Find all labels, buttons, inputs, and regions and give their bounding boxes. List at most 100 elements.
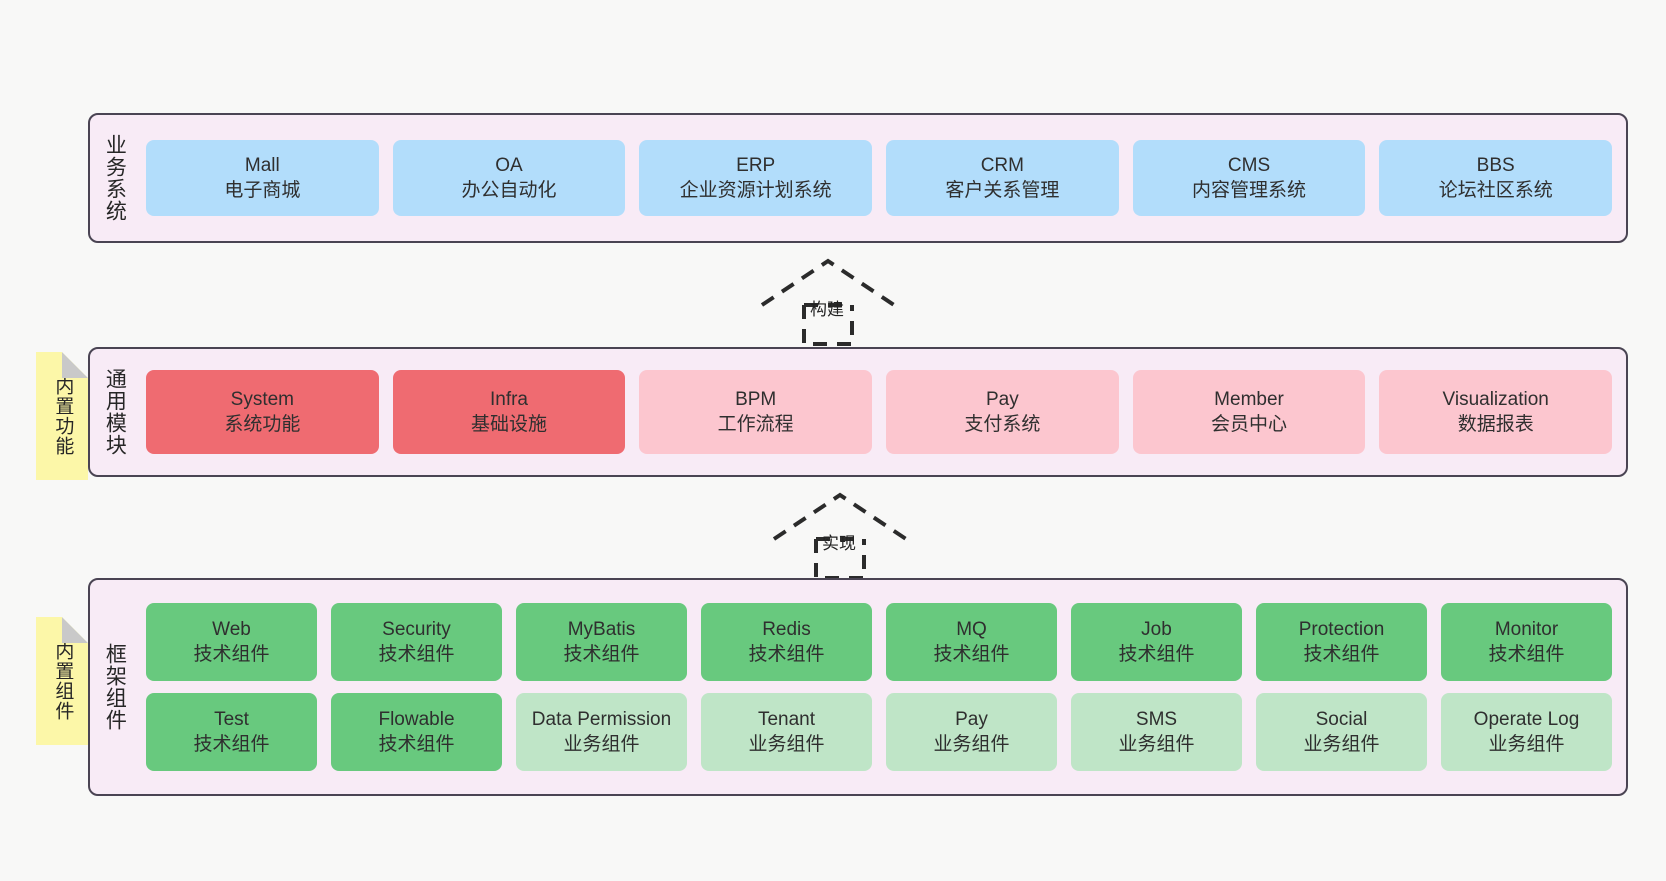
card-title: Job: [1141, 618, 1172, 640]
card-tenant[interactable]: Tenant 业务组件: [701, 693, 872, 771]
layer-common-module: 通用模块 System 系统功能 Infra 基础设施 BPM 工作流程 Pay…: [88, 347, 1628, 477]
card-title: Security: [382, 618, 451, 640]
card-web[interactable]: Web 技术组件: [146, 603, 317, 681]
card-title: CRM: [980, 154, 1024, 176]
card-title: Monitor: [1494, 618, 1559, 640]
card-subtitle: 业务组件: [933, 734, 1010, 755]
card-infra[interactable]: Infra 基础设施: [392, 370, 626, 454]
card-subtitle: 工作流程: [717, 414, 794, 435]
card-subtitle: 论坛社区系统: [1438, 180, 1553, 201]
card-subtitle: 支付系统: [964, 414, 1041, 435]
layer-title-business: 业务系统: [103, 134, 127, 222]
card-title: Data Permission: [531, 708, 672, 730]
connector-build-label: 构建: [810, 300, 844, 319]
card-mybatis[interactable]: MyBatis 技术组件: [516, 603, 687, 681]
card-subtitle: 业务组件: [1118, 734, 1195, 755]
card-title: ERP: [736, 154, 776, 176]
card-title: Flowable: [378, 708, 455, 730]
card-mq[interactable]: MQ 技术组件: [886, 603, 1057, 681]
card-title: CMS: [1227, 154, 1271, 176]
framework-row-business: Test 技术组件 Flowable 技术组件 Data Permission …: [146, 693, 1612, 771]
card-subtitle: 数据报表: [1457, 414, 1534, 435]
card-crm[interactable]: CRM 客户关系管理: [886, 140, 1119, 216]
card-title: Pay: [985, 388, 1019, 410]
card-erp[interactable]: ERP 企业资源计划系统: [639, 140, 873, 216]
note-builtin-features: 内置功能: [36, 352, 88, 480]
card-subtitle: 电子商城: [224, 180, 301, 201]
card-subtitle: 企业资源计划系统: [679, 180, 832, 201]
card-member[interactable]: Member 会员中心: [1132, 370, 1366, 454]
card-job[interactable]: Job 技术组件: [1071, 603, 1242, 681]
card-subtitle: 业务组件: [563, 734, 640, 755]
common-card-list: System 系统功能 Infra 基础设施 BPM 工作流程 Pay 支付系统…: [138, 349, 1626, 475]
layer-title-framework: 框架组件: [103, 643, 127, 731]
card-title: Infra: [489, 388, 529, 410]
note-fold-corner: [62, 617, 88, 643]
card-title: System: [230, 388, 295, 410]
card-operate-log[interactable]: Operate Log 业务组件: [1441, 693, 1612, 771]
card-subtitle: 技术组件: [563, 644, 640, 665]
card-subtitle: 系统功能: [224, 414, 301, 435]
business-card-list: Mall 电子商城 OA 办公自动化 ERP 企业资源计划系统 CRM 客户关系…: [138, 115, 1626, 241]
card-subtitle: 技术组件: [933, 644, 1010, 665]
card-subtitle: 技术组件: [378, 734, 455, 755]
card-redis[interactable]: Redis 技术组件: [701, 603, 872, 681]
layer-framework-component: 框架组件 Web 技术组件 Security 技术组件 MyBatis 技术组件…: [88, 578, 1628, 796]
card-title: SMS: [1135, 708, 1178, 730]
card-title: Social: [1315, 708, 1368, 730]
card-title: OA: [495, 154, 523, 176]
card-pay[interactable]: Pay 支付系统: [886, 370, 1119, 454]
note-label: 内置功能: [52, 376, 74, 456]
card-title: BBS: [1476, 154, 1515, 176]
card-bpm[interactable]: BPM 工作流程: [639, 370, 873, 454]
note-fold-corner: [62, 352, 88, 378]
card-social[interactable]: Social 业务组件: [1256, 693, 1427, 771]
card-title: Pay: [955, 708, 988, 730]
framework-row-tech: Web 技术组件 Security 技术组件 MyBatis 技术组件 Redi…: [146, 603, 1612, 681]
card-subtitle: 会员中心: [1211, 414, 1288, 435]
card-subtitle: 办公自动化: [461, 180, 557, 201]
card-test[interactable]: Test 技术组件: [146, 693, 317, 771]
note-label: 内置组件: [52, 641, 74, 721]
card-security[interactable]: Security 技术组件: [331, 603, 502, 681]
note-builtin-components: 内置组件: [36, 617, 88, 745]
card-subtitle: 技术组件: [378, 644, 455, 665]
card-visualization[interactable]: Visualization 数据报表: [1379, 370, 1613, 454]
card-subtitle: 客户关系管理: [945, 180, 1060, 201]
card-pay-business[interactable]: Pay 业务组件: [886, 693, 1057, 771]
card-subtitle: 技术组件: [193, 734, 270, 755]
card-title: Protection: [1298, 618, 1385, 640]
card-bbs[interactable]: BBS 论坛社区系统: [1379, 140, 1613, 216]
layer-business-system: 业务系统 Mall 电子商城 OA 办公自动化 ERP 企业资源计划系统 CRM…: [88, 113, 1628, 243]
card-title: Web: [212, 618, 251, 640]
card-title: Operate Log: [1473, 708, 1580, 730]
card-subtitle: 内容管理系统: [1192, 180, 1307, 201]
card-title: Member: [1214, 388, 1284, 410]
card-title: Redis: [762, 618, 811, 640]
card-subtitle: 业务组件: [1303, 734, 1380, 755]
card-title: Visualization: [1442, 388, 1549, 410]
card-subtitle: 基础设施: [471, 414, 548, 435]
card-subtitle: 技术组件: [1118, 644, 1195, 665]
card-title: Mall: [244, 154, 280, 176]
card-sms[interactable]: SMS 业务组件: [1071, 693, 1242, 771]
card-subtitle: 业务组件: [748, 734, 825, 755]
card-subtitle: 业务组件: [1488, 734, 1565, 755]
card-protection[interactable]: Protection 技术组件: [1256, 603, 1427, 681]
card-title: MQ: [956, 618, 987, 640]
layer-title-common: 通用模块: [103, 368, 127, 456]
card-system[interactable]: System 系统功能: [146, 370, 379, 454]
card-mall[interactable]: Mall 电子商城: [146, 140, 379, 216]
card-data-permission[interactable]: Data Permission 业务组件: [516, 693, 687, 771]
card-subtitle: 技术组件: [1488, 644, 1565, 665]
card-subtitle: 技术组件: [1303, 644, 1380, 665]
card-cms[interactable]: CMS 内容管理系统: [1132, 140, 1366, 216]
framework-card-grid: Web 技术组件 Security 技术组件 MyBatis 技术组件 Redi…: [138, 580, 1626, 794]
card-subtitle: 技术组件: [748, 644, 825, 665]
card-oa[interactable]: OA 办公自动化: [392, 140, 626, 216]
card-flowable[interactable]: Flowable 技术组件: [331, 693, 502, 771]
card-title: MyBatis: [567, 618, 636, 640]
card-monitor[interactable]: Monitor 技术组件: [1441, 603, 1612, 681]
card-title: BPM: [735, 388, 777, 410]
